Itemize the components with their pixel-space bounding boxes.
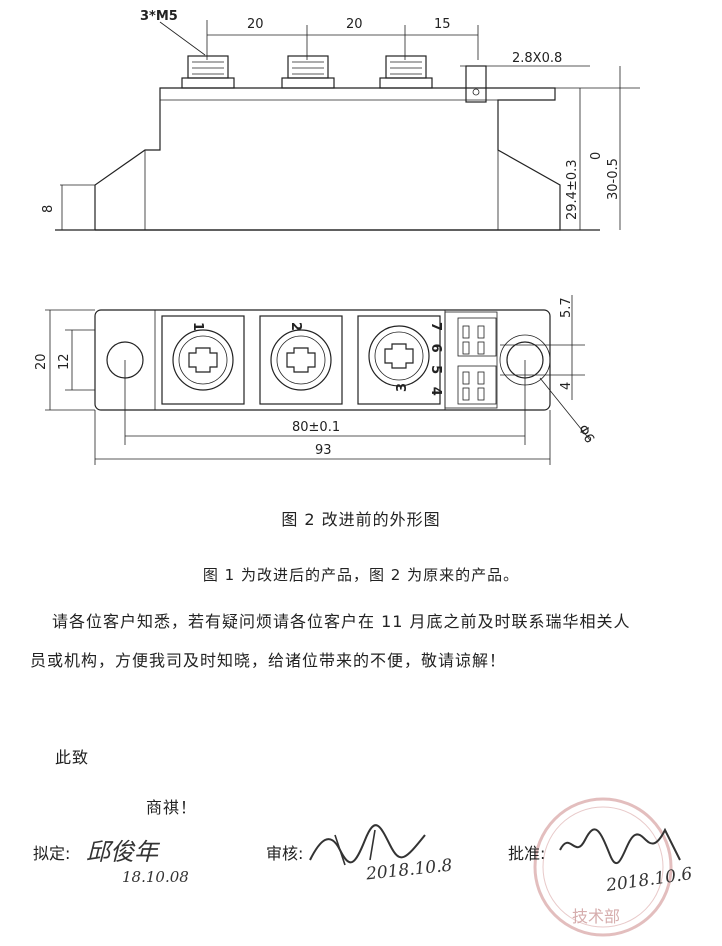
greeting-text: 商祺！: [146, 798, 198, 817]
terminal-label-2: 2: [288, 322, 303, 331]
stamp-text: 技术部: [572, 907, 620, 926]
review-signature: [309, 824, 426, 866]
approve-label: 批准:: [508, 844, 546, 863]
screw-head-2: [270, 329, 332, 391]
height-1: 29.4±0.3: [565, 159, 580, 220]
technical-drawing: 3*M5 20 20 15 2.8X0.8: [34, 9, 640, 465]
screw-terminal-3: [379, 55, 433, 89]
terminal-label-3: 3: [395, 383, 410, 392]
draft-date: 18.10.08: [122, 868, 189, 886]
terminal-label-1: 1: [190, 322, 205, 331]
top-view: 1 2 3 7 6 5 4 20 12 5.7: [34, 295, 597, 465]
pin-dim-2: 4: [559, 382, 574, 390]
base-height: 8: [41, 205, 56, 213]
figure-caption: 图 2 改进前的外形图: [281, 510, 441, 529]
pitch-1: 20: [247, 17, 264, 32]
pitch-3: 15: [434, 17, 451, 32]
screw-label: 3*M5: [140, 9, 178, 24]
paragraph-line-1: 请各位客户知悉，若有疑问烦请各位客户在 11 月底之前及时联系瑞华相关人: [52, 612, 631, 631]
pin-dim-1: 5.7: [559, 297, 574, 318]
pitch-2: 20: [346, 17, 363, 32]
draft-label: 拟定:: [33, 844, 71, 863]
draft-signature: 邱俊年: [86, 838, 158, 866]
screw-terminal-2: [281, 55, 335, 89]
review-label: 审核:: [266, 844, 304, 863]
approve-signature: [559, 827, 681, 865]
screw-head-3: [368, 325, 430, 387]
company-stamp: 技术部: [533, 797, 673, 937]
terminal-size: 2.8X0.8: [512, 51, 562, 66]
closing-text: 此致: [55, 748, 90, 767]
width-inner: 12: [57, 353, 72, 370]
note-text: 图 1 为改进后的产品，图 2 为原来的产品。: [202, 566, 520, 584]
total-length: 93: [315, 443, 332, 458]
paragraph-line-2: 员或机构，方便我司及时知晓，给诸位带来的不便，敬请谅解！: [30, 651, 507, 670]
width-outer: 20: [34, 353, 49, 370]
screw-head-1: [172, 329, 234, 391]
hole-diameter: Φ6: [575, 423, 597, 447]
side-view: 3*M5 20 20 15 2.8X0.8: [41, 9, 640, 231]
mount-distance: 80±0.1: [292, 420, 340, 435]
screw-terminal-1: [181, 55, 235, 89]
height-3: 30-0.5: [606, 158, 621, 200]
pin-labels: 7 6 5 4: [428, 322, 443, 400]
height-2: 0: [589, 152, 604, 160]
